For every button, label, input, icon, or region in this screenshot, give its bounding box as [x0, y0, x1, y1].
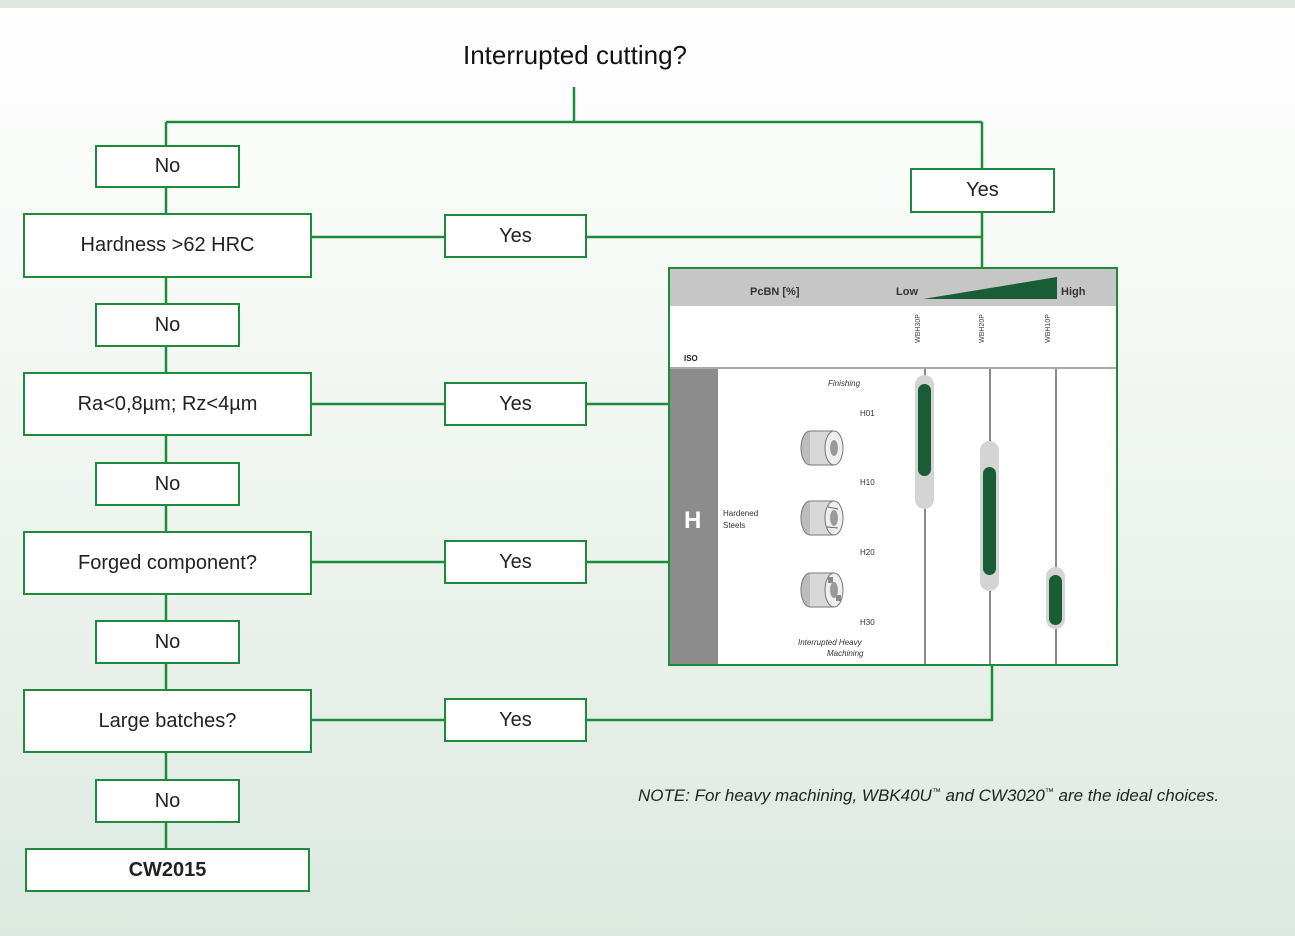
material-line-2: Steels	[723, 521, 746, 530]
no-box-4: No	[95, 620, 240, 664]
insert-icon-2	[800, 500, 844, 536]
heavy-machining-note: NOTE: For heavy machining, WBK40U™ and C…	[638, 786, 1219, 806]
iso-h-bar: H	[670, 369, 718, 664]
code-h01: H01	[860, 409, 875, 418]
code-h30: H30	[860, 618, 875, 627]
no-box-5: No	[95, 779, 240, 823]
note-suffix: are the ideal choices.	[1053, 786, 1220, 805]
code-h20: H20	[860, 548, 875, 557]
top-band	[0, 0, 1295, 8]
yes-box-forged: Yes	[444, 540, 587, 584]
note-tm-2: ™	[1044, 786, 1054, 797]
pcbn-grade-chart: PcBN [%] Low High ISO WBH30P WBH20P WBH1…	[668, 267, 1118, 666]
finishing-label: Finishing	[828, 379, 861, 388]
insert-icon-1	[800, 430, 844, 466]
no-box-2: No	[95, 303, 240, 347]
hardness-box: Hardness >62 HRC	[23, 213, 312, 278]
yes-box-hardness: Yes	[444, 214, 587, 258]
no-box-1: No	[95, 145, 240, 188]
note-prefix: NOTE: For heavy machining, WBK40U	[638, 786, 932, 805]
grade-ranges	[915, 375, 1065, 629]
result-box-cw2015: CW2015	[25, 848, 310, 892]
interrupted-line-2: Machining	[827, 649, 864, 658]
yes-box-batches: Yes	[444, 698, 587, 742]
code-h10: H10	[860, 478, 875, 487]
note-middle: and CW3020	[940, 786, 1045, 805]
material-line-1: Hardened	[723, 509, 759, 518]
yes-box-interrupted: Yes	[910, 168, 1055, 213]
iso-h-letter: H	[684, 507, 702, 534]
roughness-box: Ra<0,8µm; Rz<4µm	[23, 372, 312, 436]
iso-label: ISO	[684, 354, 698, 363]
forged-box: Forged component?	[23, 531, 312, 595]
interrupted-line-1: Interrupted Heavy	[798, 638, 862, 647]
note-tm-1: ™	[931, 786, 941, 797]
no-box-3: No	[95, 462, 240, 506]
grade-line-1	[924, 369, 926, 664]
grade-line-3	[1055, 369, 1057, 664]
diagram-title: Interrupted cutting?	[462, 40, 688, 70]
header-divider	[670, 367, 1116, 369]
pcbn-wedge	[923, 277, 1057, 299]
low-label: Low	[896, 286, 918, 298]
insert-icon-3	[800, 572, 844, 608]
high-label: High	[1061, 286, 1086, 298]
batches-box: Large batches?	[23, 689, 312, 753]
pcbn-label: PcBN [%]	[750, 286, 800, 298]
yes-box-roughness: Yes	[444, 382, 587, 426]
